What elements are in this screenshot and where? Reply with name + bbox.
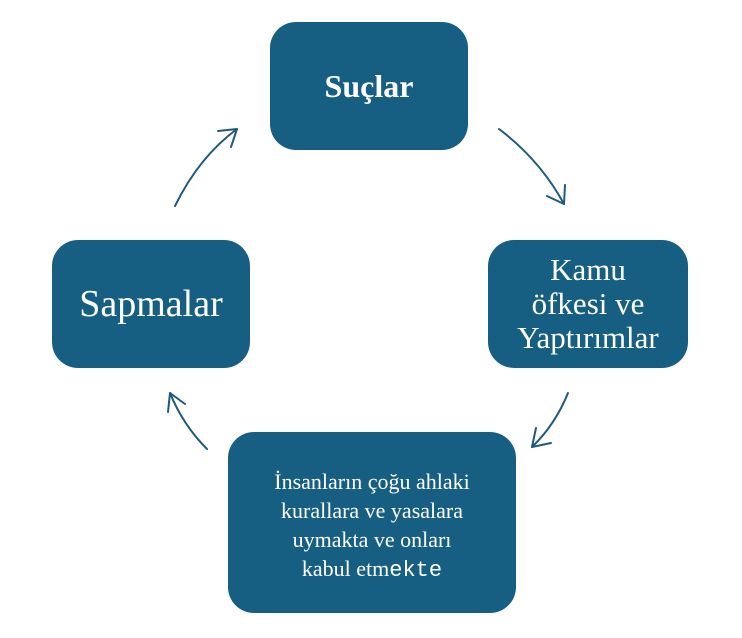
arrow-deviations-to-crimes: [174, 128, 238, 207]
node-crimes-label: Suçlar: [324, 67, 414, 104]
node-line: kurallara ve yasalara: [281, 497, 463, 523]
node-public-anger: Kamu öfkesi ve Yaptırımlar: [488, 240, 688, 368]
node-line-mono: ekte: [389, 557, 443, 583]
node-line: öfkesi ve: [531, 286, 645, 321]
node-deviations-label: Sapmalar: [79, 283, 223, 325]
node-deviations: Sapmalar: [52, 240, 250, 368]
node-line: kabul etmekte: [302, 554, 442, 585]
arrow-majority-to-deviations: [167, 392, 208, 450]
node-crimes: Suçlar: [270, 22, 468, 150]
node-line: İnsanların çoğu ahlaki: [274, 468, 470, 494]
node-line: Kamu: [550, 252, 626, 287]
arrow-anger-to-majority: [531, 392, 569, 448]
node-majority-compliance: İnsanların çoğu ahlaki kurallara ve yasa…: [228, 432, 516, 613]
node-line-serif: kabul etm: [301, 555, 390, 581]
node-line: uymakta ve onları: [292, 526, 452, 552]
node-line: Yaptırımlar: [517, 320, 659, 355]
arrow-crimes-to-anger: [498, 128, 566, 205]
